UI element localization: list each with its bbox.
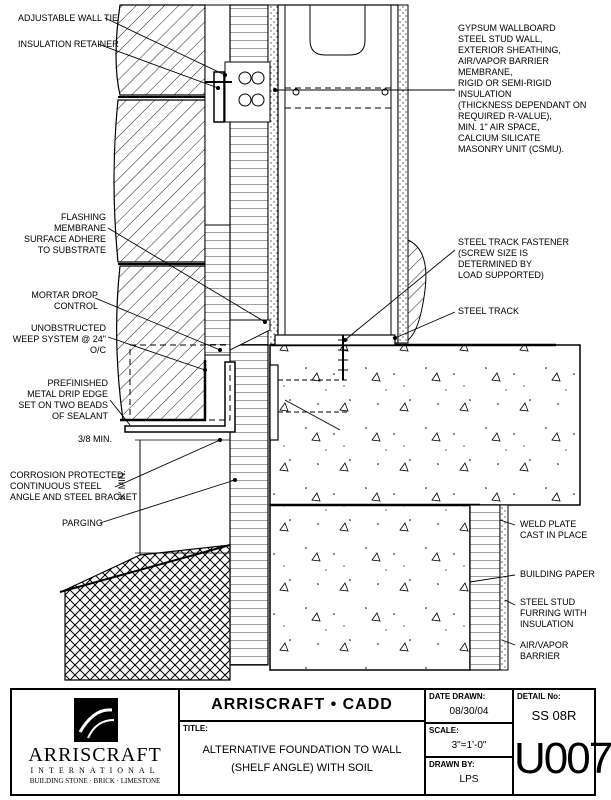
dimension-text: 6" MIN. xyxy=(117,470,127,500)
scale-label: SCALE: xyxy=(429,726,459,735)
label-weld-plate: WELD PLATE CAST IN PLACE xyxy=(520,519,588,540)
label-mortar-drop-control: MORTAR DROP CONTROL xyxy=(31,290,98,311)
arriscraft-logo-icon xyxy=(74,698,118,742)
date-value: 08/30/04 xyxy=(449,706,489,717)
label-flashing-membrane: FLASHING MEMBRANE SURFACE ADHERE TO SUBS… xyxy=(23,212,106,255)
backup-wall xyxy=(229,4,279,666)
leader-arrowheads xyxy=(203,73,397,482)
dimension-6in: 6" MIN. xyxy=(117,439,230,555)
rigid-insulation xyxy=(204,4,231,356)
label-building-paper: BUILDING PAPER xyxy=(520,569,595,579)
detail-label: DETAIL No: xyxy=(517,692,561,701)
scale-value: 3"=1'-0" xyxy=(451,740,487,751)
concrete-foundation xyxy=(269,334,581,671)
detail-code: U007 xyxy=(514,734,611,783)
title-block: ARRISCRAFT INTERNATIONAL BUILDING STONE … xyxy=(10,688,611,796)
company-name: ARRISCRAFT xyxy=(28,744,162,766)
leader-lines xyxy=(94,17,516,646)
label-parging: PARGING xyxy=(62,518,103,528)
title-line-2: (SHELF ANGLE) WITH SOIL xyxy=(231,762,373,774)
furring-wall xyxy=(469,504,509,671)
label-wall-assembly: GYPSUM WALLBOARD STEEL STUD WALL, EXTERI… xyxy=(458,23,587,154)
title-line-1: ALTERNATIVE FOUNDATION TO WALL xyxy=(202,744,402,756)
label-insulation-retainer: INSULATION RETAINER xyxy=(18,39,119,49)
drawn-by-label: DRAWN BY: xyxy=(429,760,475,769)
header-cell: ARRISCRAFT • CADD xyxy=(180,690,426,722)
company-tagline: BUILDING STONE · BRICK · LIMESTONE xyxy=(29,777,161,785)
label-drip-edge: PREFINISHED METAL DRIP EDGE SET ON TWO B… xyxy=(18,378,108,421)
drawn-by-cell: DRAWN BY: LPS xyxy=(426,758,514,794)
date-label: DATE DRAWN: xyxy=(429,692,486,701)
shelf-angle xyxy=(120,319,350,441)
label-steel-stud-furring: STEEL STUD FURRING WITH INSULATION xyxy=(520,597,587,629)
label-three-eighths-min: 3/8 MIN. xyxy=(78,434,113,444)
label-steel-track-fastener: STEEL TRACK FASTENER (SCREW SIZE IS DETE… xyxy=(458,237,570,280)
stone-veneer xyxy=(113,4,206,421)
label-air-vapor-barrier: AIR/VAPOR BARRIER xyxy=(520,640,569,661)
steel-stud-wall xyxy=(277,4,427,344)
detail-cell: DETAIL No: SS 08R U007 xyxy=(514,690,611,794)
soil xyxy=(59,544,231,681)
cadd-header: ARRISCRAFT • CADD xyxy=(211,696,393,713)
label-adjustable-wall-tie: ADJUSTABLE WALL TIE xyxy=(18,13,119,23)
label-steel-track: STEEL TRACK xyxy=(458,306,520,316)
wall-tie xyxy=(205,61,271,123)
detail-value: SS 08R xyxy=(531,708,577,723)
drawn-by-value: LPS xyxy=(459,774,479,785)
label-weep-system: UNOBSTRUCTED WEEP SYSTEM @ 24" O/C xyxy=(12,323,106,355)
section-detail-drawing: 6" MIN. xyxy=(59,4,581,681)
title-label: TITLE: xyxy=(183,724,208,733)
title-cell: TITLE: ALTERNATIVE FOUNDATION TO WALL (S… xyxy=(180,722,426,794)
company-sub: INTERNATIONAL xyxy=(30,766,160,775)
scale-cell: SCALE: 3"=1'-0" xyxy=(426,724,514,758)
date-cell: DATE DRAWN: 08/30/04 xyxy=(426,690,514,724)
logo-cell: ARRISCRAFT INTERNATIONAL BUILDING STONE … xyxy=(12,690,180,794)
label-corrosion-protected: CORROSION PROTECTED CONTINUOUS STEEL ANG… xyxy=(10,470,138,502)
